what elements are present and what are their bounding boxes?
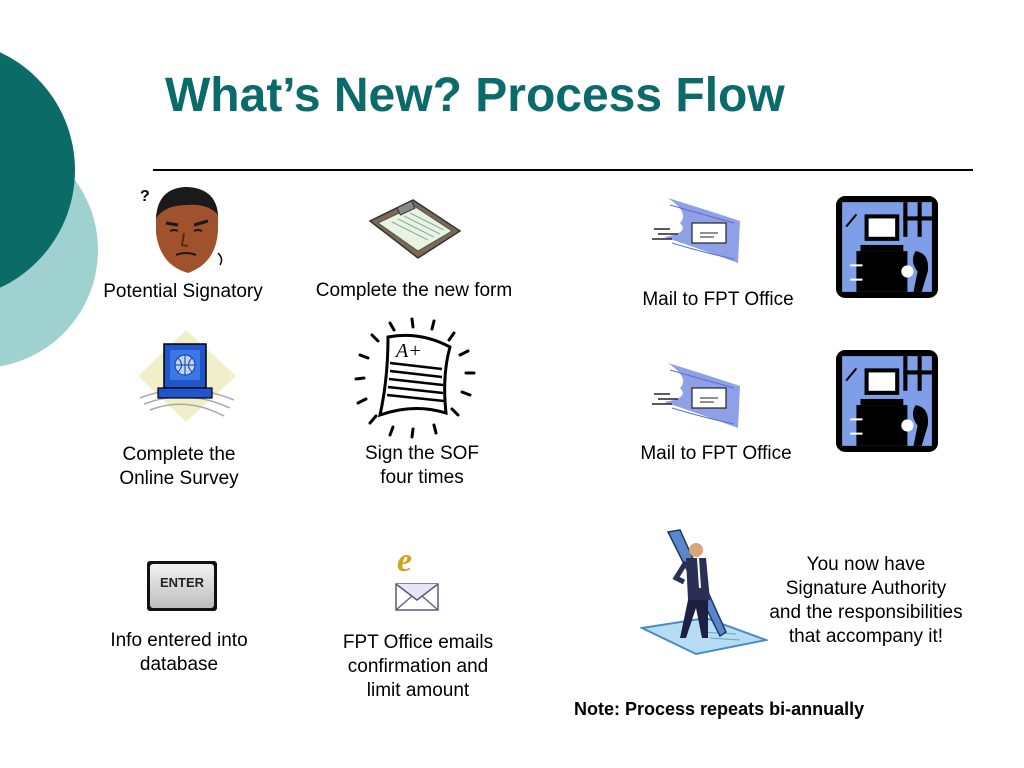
authority-text-line1: You now have <box>760 553 972 577</box>
step-label-online-survey-line2: Online Survey <box>94 467 264 491</box>
step-label-sign-sof-line2: four times <box>337 466 507 490</box>
step-label-fpt-emails-line2: confirmation and <box>318 655 518 679</box>
step-label-info-entered: Info entered into database <box>94 629 264 677</box>
authority-text-line4: that accompany it! <box>760 625 972 649</box>
step-label-mail-1: Mail to FPT Office <box>618 288 818 312</box>
svg-text:A+: A+ <box>394 340 422 362</box>
title-divider <box>153 169 973 171</box>
step-label-fpt-emails-line1: FPT Office emails <box>318 631 518 655</box>
computer-desk-icon <box>836 350 938 452</box>
step-label-potential-signatory: Potential Signatory <box>98 280 268 304</box>
step-label-sign-sof-line1: Sign the SOF <box>337 442 507 466</box>
decorative-circles <box>0 0 110 410</box>
step-label-info-entered-line2: database <box>94 653 264 677</box>
flying-envelope-icon <box>650 358 745 433</box>
enter-key-icon: ENTER <box>147 561 217 611</box>
step-label-sign-sof: Sign the SOF four times <box>337 442 507 490</box>
thinking-man-icon: ? <box>138 183 228 278</box>
computer-globe-icon <box>136 328 238 424</box>
svg-text:?: ? <box>140 188 150 205</box>
step-label-fpt-emails: FPT Office emails confirmation and limit… <box>318 631 518 703</box>
step-label-fpt-emails-line3: limit amount <box>318 679 518 703</box>
process-note: Note: Process repeats bi-annually <box>574 699 864 720</box>
step-label-online-survey-line1: Complete the <box>94 443 264 467</box>
step-label-online-survey: Complete the Online Survey <box>94 443 264 491</box>
authority-text: You now have Signature Authority and the… <box>760 553 972 649</box>
authority-text-line3: and the responsibilities <box>760 601 972 625</box>
authority-text-line2: Signature Authority <box>760 577 972 601</box>
computer-desk-icon <box>836 196 938 298</box>
step-label-complete-form: Complete the new form <box>300 279 528 303</box>
enter-key-text: ENTER <box>147 575 217 590</box>
page-title: What’s New? Process Flow <box>165 72 785 120</box>
clipboard-icon <box>368 196 463 261</box>
graded-paper-icon: A+ <box>350 315 480 440</box>
step-label-info-entered-line1: Info entered into <box>94 629 264 653</box>
man-with-pen-icon <box>640 528 768 658</box>
flying-envelope-icon <box>650 193 745 268</box>
step-label-mail-2: Mail to FPT Office <box>616 442 816 466</box>
email-letter: e <box>397 542 412 580</box>
